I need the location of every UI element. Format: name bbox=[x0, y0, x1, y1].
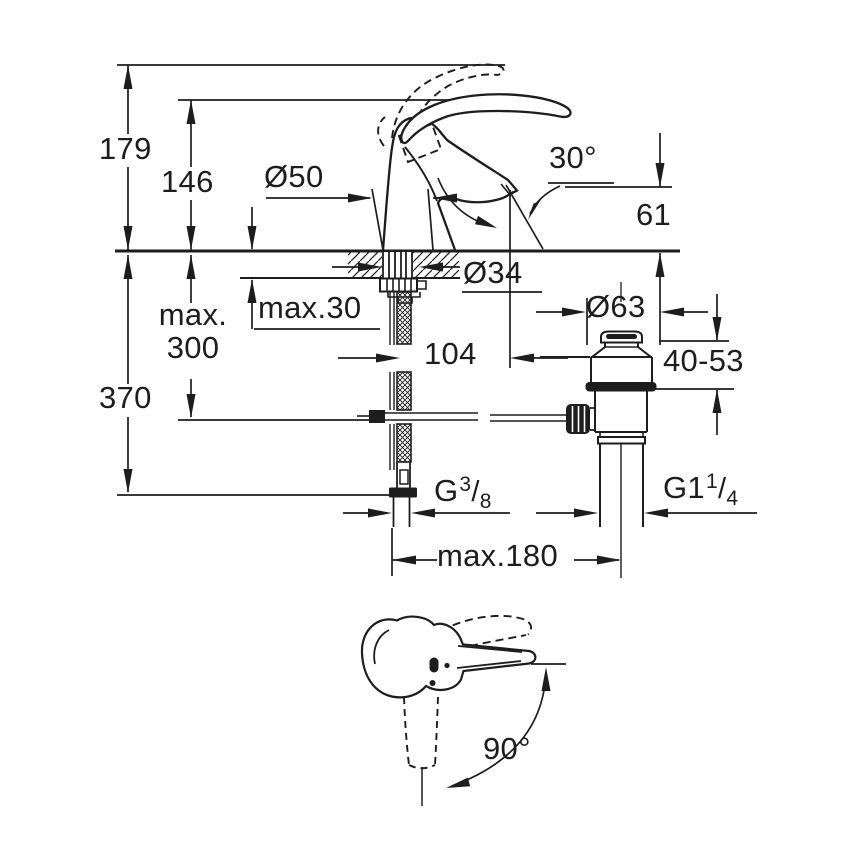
handle-top-view bbox=[360, 614, 537, 770]
dim-spout-angle: 30° bbox=[549, 140, 597, 175]
dim-handle-height: 146 bbox=[161, 164, 214, 199]
dim-waste-flange-diameter: Ø63 bbox=[586, 289, 646, 324]
dim-max-hose-drop: max. 300 bbox=[158, 297, 228, 365]
dim-base-diameter: Ø50 bbox=[264, 159, 324, 194]
dim-max-deck-thickness: max.30 bbox=[258, 290, 362, 325]
popup-rod bbox=[357, 410, 566, 423]
dim-max-center-distance: max.180 bbox=[437, 538, 558, 573]
mounting-hardware bbox=[357, 252, 566, 527]
dim-supply-drop: 370 bbox=[99, 380, 152, 415]
dim-supply-thread: G3/8 bbox=[434, 473, 492, 513]
dim-total-height: 179 bbox=[99, 131, 152, 166]
popup-waste-assembly bbox=[566, 330, 657, 527]
dim-spout-reach: 104 bbox=[424, 336, 477, 371]
dim-swivel-angle: 90° bbox=[483, 731, 531, 766]
dim-spout-height: 61 bbox=[636, 197, 672, 232]
dim-waste-thread: G11/4 bbox=[663, 470, 739, 510]
faucet-side-view bbox=[377, 63, 572, 251]
dim-waste-clamp-range: 40-53 bbox=[663, 343, 744, 378]
dimension-arrowheads bbox=[123, 65, 722, 788]
dim-hole-diameter: Ø34 bbox=[463, 255, 523, 290]
